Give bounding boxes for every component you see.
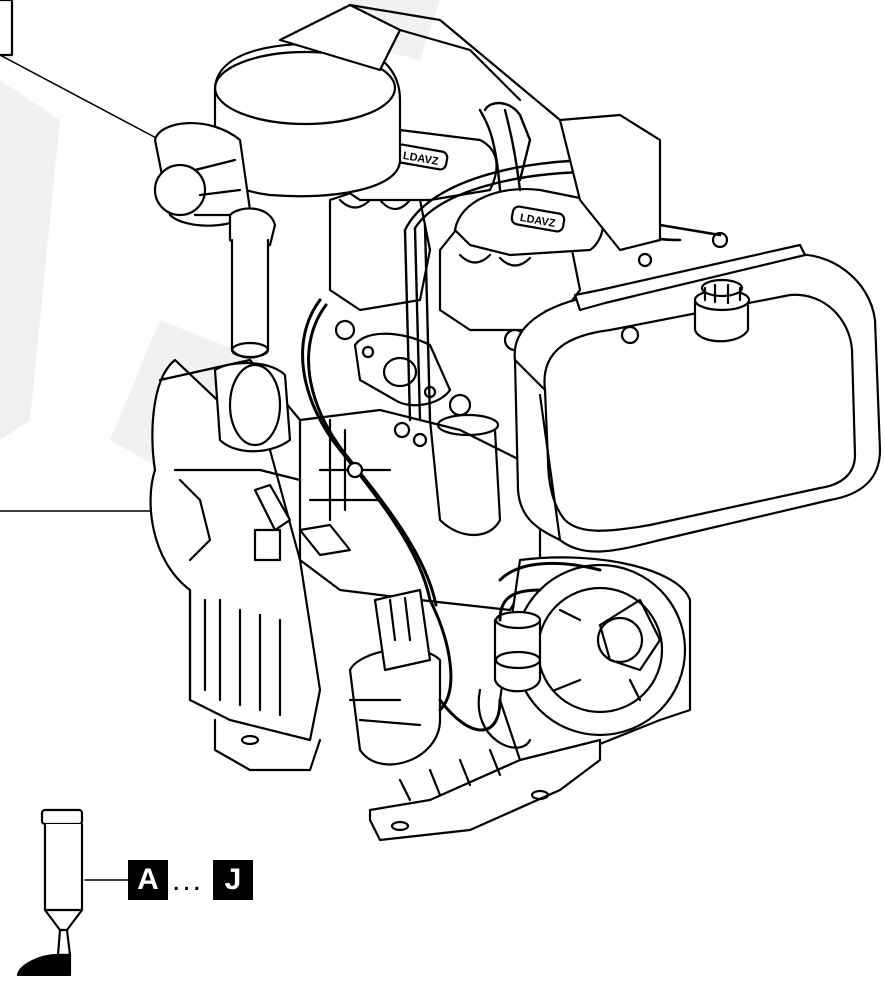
- governor-linkage: [253, 421, 428, 562]
- fuel-pump: [348, 588, 532, 766]
- leader-lines: [0, 54, 161, 881]
- label-range-ellipsis: ...: [172, 864, 204, 897]
- blower-shroud: [558, 113, 662, 252]
- fuel-filter: [493, 610, 542, 693]
- engine-block: [149, 358, 322, 772]
- intake-pipe: [213, 238, 292, 453]
- exhaust-flange: [353, 332, 452, 407]
- label-box-j: J: [213, 860, 253, 900]
- rocker-cover-logo-2: LDAVZ: [510, 205, 566, 233]
- sealant-tube: [16, 808, 84, 977]
- corner-callout-box: [0, 0, 14, 57]
- front-base-foot: [368, 738, 602, 842]
- fuel-lines: [301, 298, 602, 732]
- air-intake-cap: [153, 121, 277, 250]
- air-filter: [213, 3, 562, 198]
- label-box-a: A: [128, 860, 168, 900]
- fuel-tank: [513, 231, 882, 553]
